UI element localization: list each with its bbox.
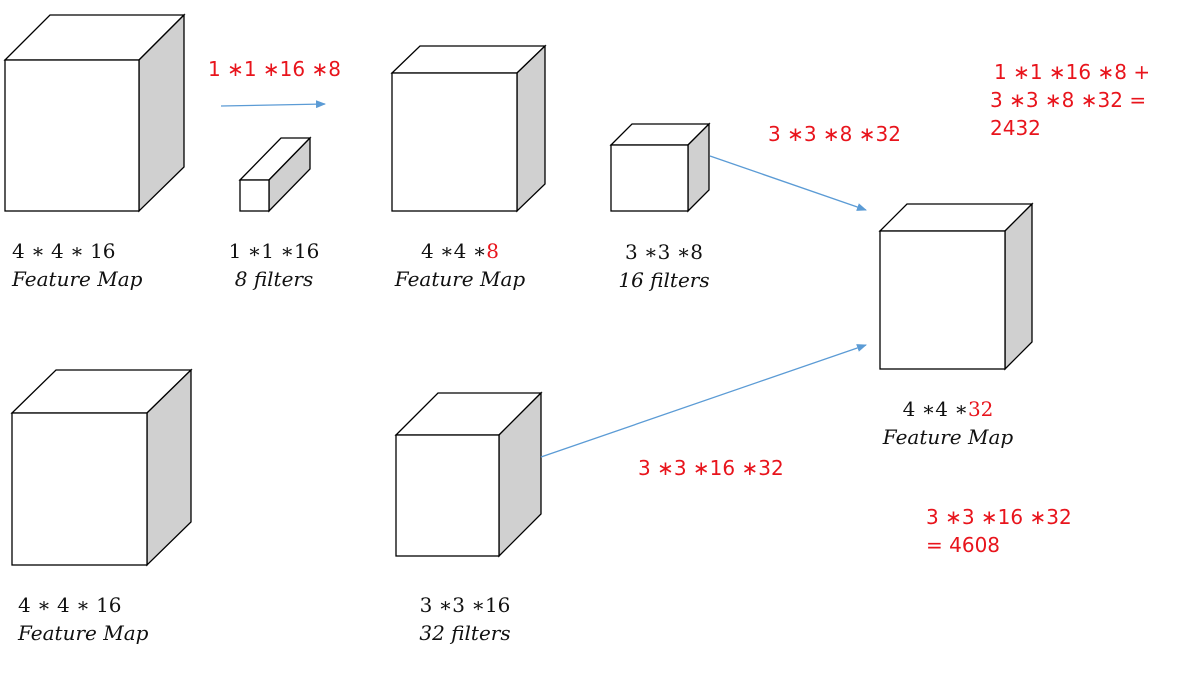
input-bottom-caption: Feature Map xyxy=(18,621,149,645)
input-bottom-label: 4 ∗ 4 ∗ 16 Feature Map xyxy=(18,591,148,647)
direct-total: 3 ∗3 ∗16 ∗32 = 4608 xyxy=(926,503,1072,559)
output-map-label: 4 ∗4 ∗32 Feature Map xyxy=(883,395,1013,451)
filter-1x1-label: 1 ∗1 ∗16 8 filters xyxy=(229,237,320,293)
mid-map-dims-highlight: 8 xyxy=(486,239,500,263)
bottleneck-total-line1: 1 ∗1 ∗16 ∗8 + xyxy=(994,60,1151,84)
arrow-lower-path xyxy=(540,344,867,458)
upper-path-label: 3 ∗3 ∗8 ∗32 xyxy=(768,122,901,146)
output-map-caption: Feature Map xyxy=(882,425,1014,449)
mid-map-dims: 4 ∗4 ∗8 xyxy=(395,237,525,265)
cube-mid-map xyxy=(390,44,547,213)
cube-filter-1x1 xyxy=(238,136,312,213)
cube-output-map xyxy=(878,202,1034,371)
filter-1x1-dims: 1 ∗1 ∗16 xyxy=(228,239,320,263)
filter-1x1-caption: 8 filters xyxy=(234,267,314,291)
filter-3x3-small-dims: 3 ∗3 ∗8 xyxy=(624,240,704,264)
filter-3x3-large-label: 3 ∗3 ∗16 32 filters xyxy=(419,591,510,647)
direct-total-line2: = 4608 xyxy=(926,533,1001,557)
cube-filter-3x3-small xyxy=(609,122,711,213)
output-map-dims-highlight: 32 xyxy=(967,397,994,421)
cube-input-top xyxy=(3,13,186,213)
mid-map-dims-prefix: 4 ∗4 ∗ xyxy=(420,239,487,263)
bottleneck-total-line2: 3 ∗3 ∗8 ∗32 = xyxy=(990,88,1147,112)
input-top-dims: 4 ∗ 4 ∗ 16 xyxy=(12,239,116,263)
top-arrow-label: 1 ∗1 ∗16 ∗8 xyxy=(208,57,341,81)
bottleneck-total: 1 ∗1 ∗16 ∗8 + 3 ∗3 ∗8 ∗32 = 2432 xyxy=(990,58,1150,142)
output-map-dims-prefix: 4 ∗4 ∗ xyxy=(902,397,968,421)
cube-filter-3x3-large xyxy=(394,391,543,558)
filter-3x3-large-dims: 3 ∗3 ∗16 xyxy=(419,593,511,617)
input-top-label: 4 ∗ 4 ∗ 16 Feature Map xyxy=(12,237,142,293)
input-bottom-dims: 4 ∗ 4 ∗ 16 xyxy=(18,593,122,617)
lower-path-label: 3 ∗3 ∗16 ∗32 xyxy=(638,456,784,480)
bottleneck-total-line3: 2432 xyxy=(990,116,1041,140)
cube-input-bottom xyxy=(10,368,193,567)
filter-3x3-small-label: 3 ∗3 ∗8 16 filters xyxy=(618,238,709,294)
filter-3x3-small-caption: 16 filters xyxy=(618,268,710,292)
mid-map-label: 4 ∗4 ∗8 Feature Map xyxy=(395,237,525,293)
mid-map-caption: Feature Map xyxy=(394,267,526,291)
direct-total-line1: 3 ∗3 ∗16 ∗32 xyxy=(926,505,1072,529)
arrow-upper-path xyxy=(709,155,867,211)
input-top-caption: Feature Map xyxy=(12,267,143,291)
output-map-dims: 4 ∗4 ∗32 xyxy=(883,395,1013,423)
filter-3x3-large-caption: 32 filters xyxy=(419,621,511,645)
arrow-top xyxy=(220,100,326,109)
